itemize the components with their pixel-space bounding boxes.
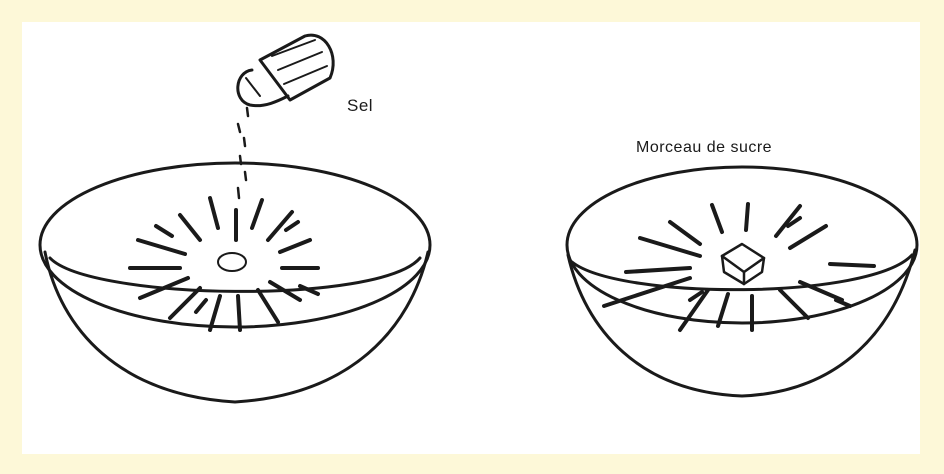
sugar-cube-icon (722, 244, 764, 284)
salt-bowl (40, 163, 430, 402)
salt-particles (130, 198, 318, 330)
salt-label: Sel (347, 96, 373, 116)
sugar-cube-label: Morceau de sucre (636, 139, 772, 157)
salt-shaker-icon (238, 35, 333, 106)
falling-salt (236, 108, 248, 240)
salt-dissolve-center (218, 253, 246, 271)
